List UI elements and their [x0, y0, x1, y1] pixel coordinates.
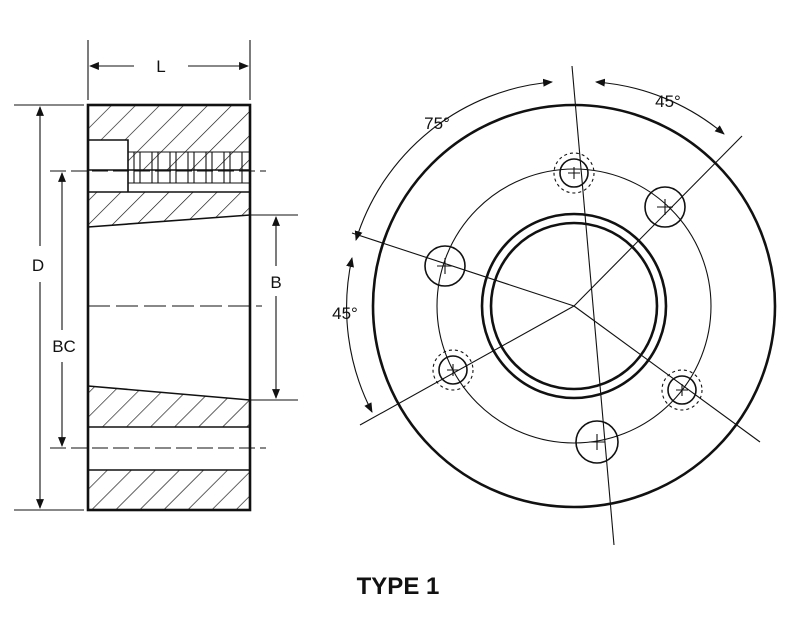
bore-outer-ring [480, 212, 668, 400]
front-view: 45° 75° 45° [332, 65, 777, 546]
dim-l-label: L [156, 57, 165, 76]
outer-circle [371, 103, 777, 509]
dim-bc-label: BC [52, 337, 76, 356]
radial-line-w [351, 232, 575, 307]
angle-arc-45-top [595, 78, 725, 135]
vertical-centerline [571, 65, 615, 546]
angle-label-45-top: 45° [655, 92, 681, 111]
hole-lower-right [661, 369, 703, 411]
counterbore [88, 139, 129, 192]
hole-bottom [575, 420, 619, 464]
hole-left [424, 245, 466, 287]
side-view: L D BC B [14, 40, 298, 512]
hatch-lower-bore-wall [88, 386, 250, 427]
hole-top [553, 152, 595, 194]
hatch-bottom-section [88, 470, 250, 510]
angle-label-45-left: 45° [332, 304, 358, 323]
bore-taper-top [87, 214, 251, 228]
thread-marks [128, 151, 250, 184]
radial-line-se [573, 305, 761, 443]
bore-taper-bottom [87, 385, 251, 401]
angle-arc-45-left [346, 257, 373, 413]
side-body-outline [86, 103, 252, 512]
dim-b-label: B [270, 273, 281, 292]
angle-arc-75 [354, 78, 553, 241]
angle-label-75: 75° [424, 114, 450, 133]
dim-d-label: D [32, 256, 44, 275]
hole-lower-left [432, 349, 474, 391]
hatch-top-section [88, 105, 250, 170]
drawing-title: TYPE 1 [357, 573, 440, 600]
hole-upper-right [644, 186, 686, 228]
radial-line-ne [573, 135, 743, 307]
bore-inner-ring [489, 221, 659, 391]
hatch-upper-bore-wall [88, 192, 250, 227]
